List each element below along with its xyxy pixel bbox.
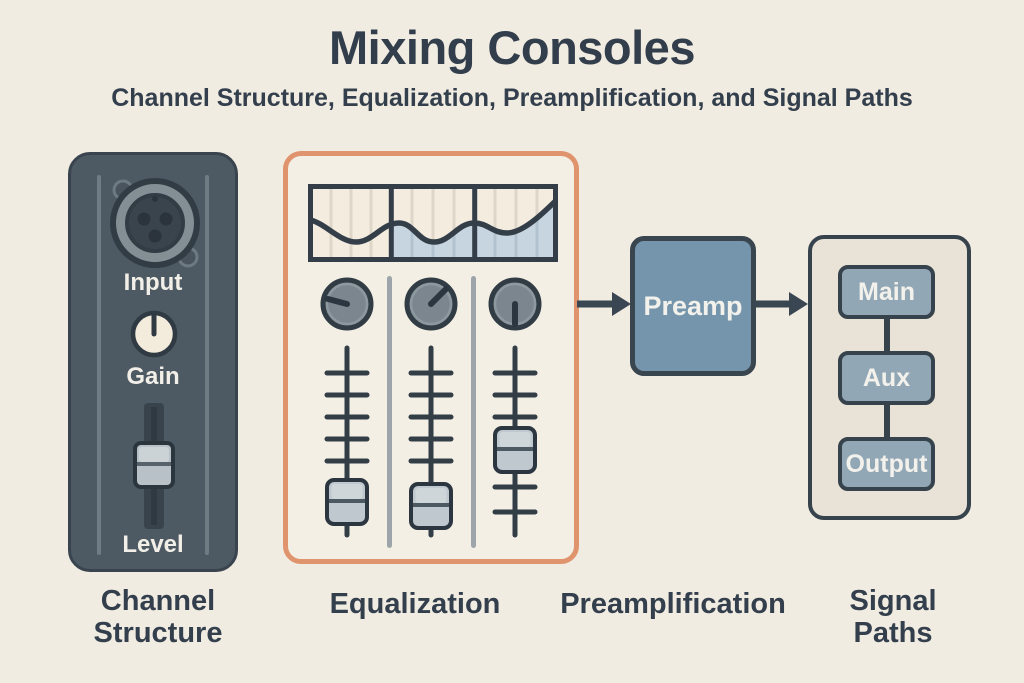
caption-channel-structure: Channel Structure <box>93 585 223 649</box>
eq-knob-high <box>488 277 542 331</box>
eq-curve-display <box>308 184 558 262</box>
preamp-box: Preamp <box>630 236 756 376</box>
level-fader <box>133 403 175 529</box>
signal-node-aux-label: Aux <box>862 363 911 392</box>
page-subtitle: Channel Structure, Equalization, Preampl… <box>111 84 913 112</box>
page-title: Mixing Consoles <box>329 21 695 74</box>
eq-fader-low <box>324 345 370 538</box>
signal-node-output: Output <box>838 437 935 491</box>
xlr-connector-icon <box>110 178 200 268</box>
caption-signal-paths: Signal Paths <box>849 585 937 649</box>
caption-preamplification: Preamplification <box>560 588 786 620</box>
arrow-eq-to-preamp-icon <box>577 292 631 316</box>
channel-strip-panel: Input Gain Level <box>68 152 238 572</box>
arrow-preamp-to-signal-icon <box>754 292 808 316</box>
signal-node-aux: Aux <box>838 351 935 405</box>
caption-equalization: Equalization <box>329 588 501 620</box>
signal-node-output-label: Output <box>845 449 928 478</box>
gain-label: Gain <box>126 363 180 390</box>
equalization-panel <box>283 151 579 564</box>
signal-node-main-label: Main <box>858 277 915 306</box>
level-label: Level <box>122 531 184 558</box>
signal-connector <box>884 318 890 351</box>
eq-column-divider <box>387 276 392 548</box>
preamp-label: Preamp <box>643 290 743 321</box>
signal-paths-panel: Main Aux Output <box>808 235 971 520</box>
input-label: Input <box>123 269 183 296</box>
gain-knob <box>130 310 178 358</box>
signal-connector <box>884 404 890 437</box>
eq-column-divider <box>471 276 476 548</box>
eq-fader-high <box>492 345 538 538</box>
eq-fader-mid <box>408 345 454 538</box>
strip-highlight-left <box>97 175 101 555</box>
signal-node-main: Main <box>838 265 935 319</box>
eq-knob-low <box>320 277 374 331</box>
strip-highlight-right <box>205 175 209 555</box>
eq-knob-mid <box>404 277 458 331</box>
